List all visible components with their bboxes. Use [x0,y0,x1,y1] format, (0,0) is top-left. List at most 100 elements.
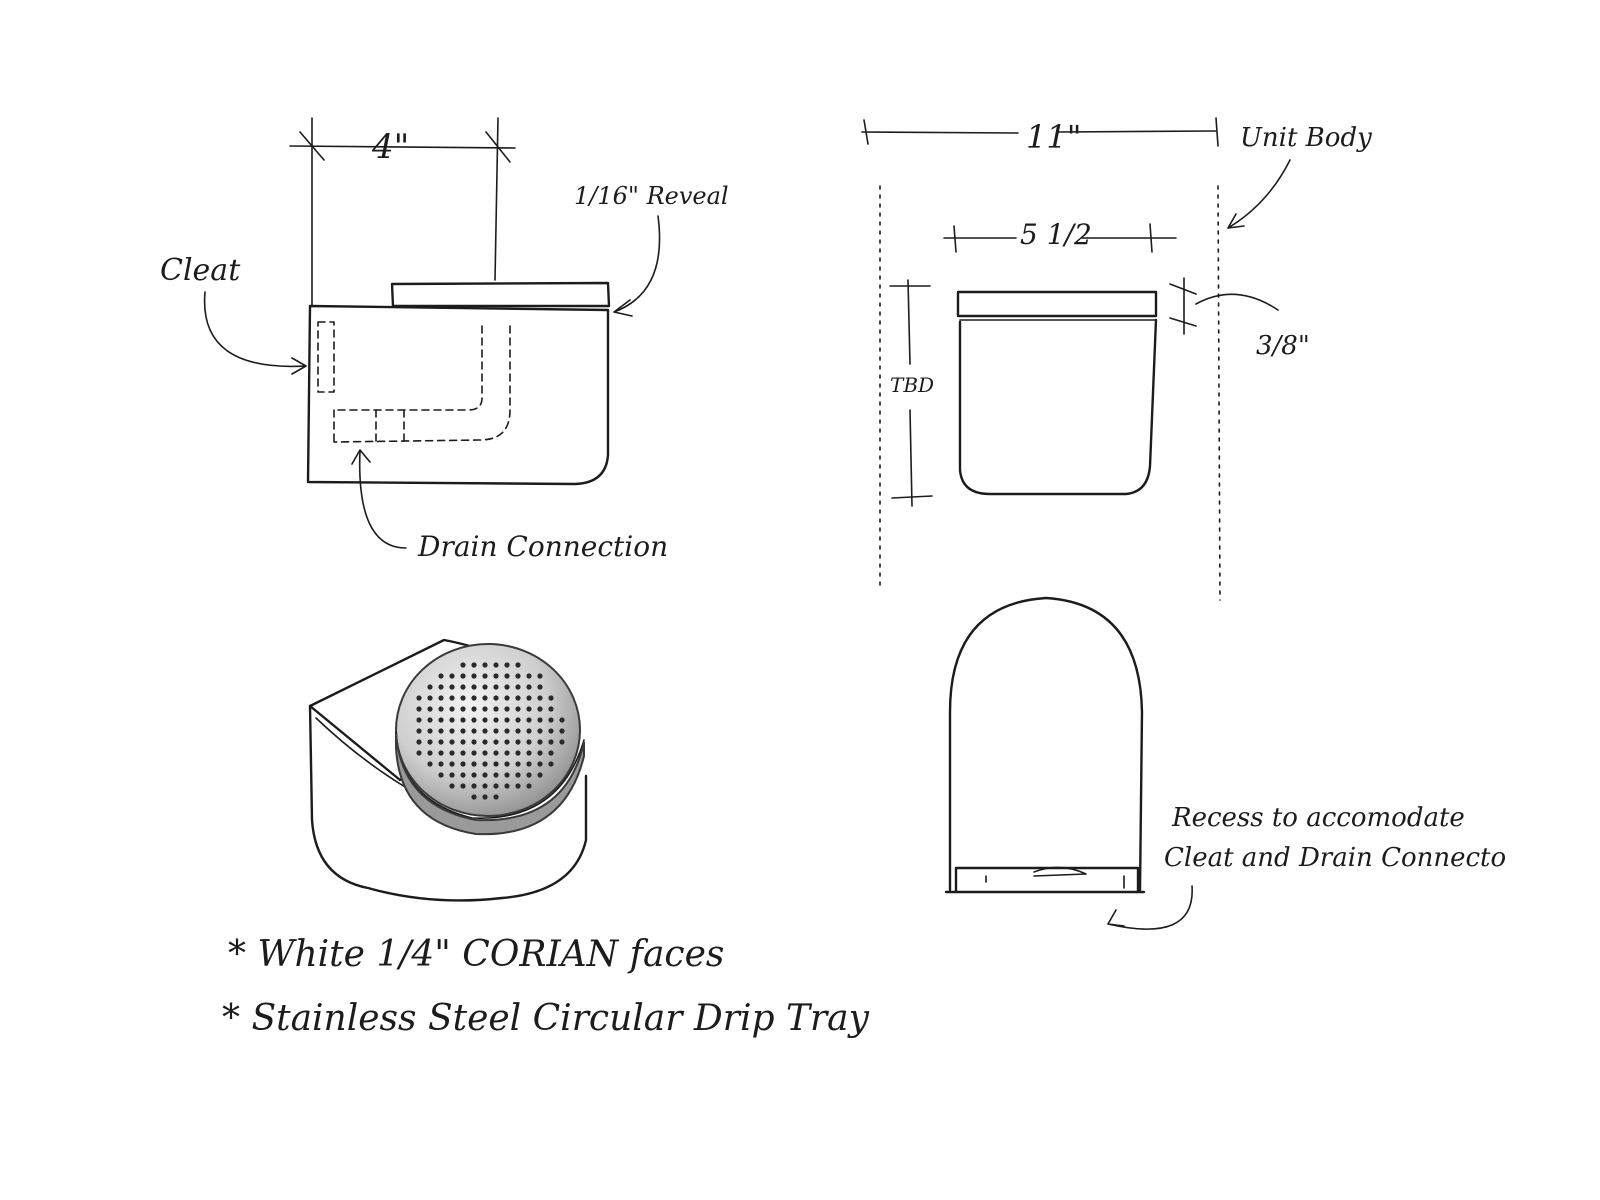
drip-tray-hole [559,717,565,723]
drip-tray-hole [449,684,455,690]
drip-tray-hole [427,706,433,712]
drip-tray-hole [416,717,422,723]
drip-tray-hole [526,695,532,701]
side-reveal-label: 1/16" Reveal [574,182,729,210]
side-cleat-leader [203,291,307,375]
drip-tray-hole [416,739,422,745]
drip-tray-hole [504,728,510,734]
unit-body-label: Unit Body [1240,123,1372,153]
front-overall-dimension: 11" [861,117,1219,156]
drip-tray-hole [493,761,499,767]
recess-label-line2: Cleat and Drain Connecto [1164,843,1506,873]
drip-tray-hole [460,750,466,756]
side-cleat [317,321,335,393]
perspective-view [308,638,588,902]
drip-tray-hole [493,695,499,701]
drip-tray-hole [449,673,455,679]
drip-tray-hole [438,761,444,767]
side-view: 4" 1/16" Reveal Cleat Drain Connection [160,117,729,563]
side-drain-label: Drain Connection [417,530,668,563]
drip-tray-hole [537,728,543,734]
drip-tray-hole [504,684,510,690]
drip-tray-hole [416,706,422,712]
drip-tray-hole [438,706,444,712]
drip-tray-hole [537,695,543,701]
drip-tray-hole [493,750,499,756]
unit-body-boundary-right [1217,185,1221,601]
drip-tray-hole [537,750,543,756]
drip-tray-hole [471,794,477,800]
drip-tray-hole [438,695,444,701]
drip-tray-hole [471,772,477,778]
drip-tray-hole [449,706,455,712]
drip-tray-hole [526,739,532,745]
drip-tray-hole [548,761,554,767]
drip-tray-hole [427,717,433,723]
drip-tray-hole [515,673,521,679]
drip-tray-hole [471,761,477,767]
back-body-arch [948,596,1144,892]
drip-tray-hole [449,761,455,767]
side-body [306,304,610,486]
drip-tray-hole [504,772,510,778]
drip-tray-hole [493,662,499,668]
drip-tray-hole [515,728,521,734]
front-tray-dimension: 3/8" [1169,277,1310,361]
unit-body-leader [1227,159,1291,229]
drip-tray-hole [504,750,510,756]
drip-tray-hole [427,761,433,767]
drip-tray-hole [504,761,510,767]
drip-tray-hole [482,728,488,734]
drip-tray-hole [427,728,433,734]
drip-tray-hole [460,673,466,679]
drip-tray-hole [471,695,477,701]
drip-tray-hole [482,695,488,701]
drip-tray-hole [482,739,488,745]
drip-tray-hole [526,673,532,679]
drip-tray-hole [537,706,543,712]
perspective-body [308,704,588,902]
drip-tray-hole [537,761,543,767]
drip-tray-hole [482,761,488,767]
drip-tray-hole [526,761,532,767]
drip-tray-hole [559,728,565,734]
drip-tray-hole [515,750,521,756]
side-cleat-label: Cleat [160,253,241,288]
drip-tray-hole [427,695,433,701]
drip-tray-hole [504,717,510,723]
drip-tray-hole [504,783,510,789]
drip-tray-hole [449,739,455,745]
drip-tray-hole [438,684,444,690]
recess-leader [1107,885,1193,930]
drip-tray-hole [427,750,433,756]
side-tray-lid [390,281,611,308]
drip-tray-hole [548,695,554,701]
drip-tray-hole [537,772,543,778]
drip-tray-hole [493,728,499,734]
drip-tray-hole [548,739,554,745]
side-reveal-leader [613,215,661,317]
drip-tray-hole [460,728,466,734]
drip-tray-hole [526,717,532,723]
side-drain-pipe [333,325,511,443]
drip-tray-hole [416,750,422,756]
front-tray [956,290,1158,318]
drip-tray-hole [515,783,521,789]
drip-tray-hole [460,739,466,745]
front-view: 11" Unit Body 5 1/2 3/8" TBD [861,117,1372,601]
drip-tray-hole [493,783,499,789]
drip-tray-hole [515,772,521,778]
drip-tray-hole [449,717,455,723]
drip-tray-hole [471,684,477,690]
front-height-dimension: TBD [889,279,934,507]
front-overall-label: 11" [1026,118,1081,156]
drip-tray-hole [438,750,444,756]
side-width-dimension: 4" [289,117,516,306]
drip-tray-hole [526,772,532,778]
side-width-label: 4" [371,127,409,167]
drip-tray-hole [493,794,499,800]
drip-tray-hole [471,706,477,712]
drip-tray-hole [526,783,532,789]
front-inner-label: 5 1/2 [1020,218,1092,251]
